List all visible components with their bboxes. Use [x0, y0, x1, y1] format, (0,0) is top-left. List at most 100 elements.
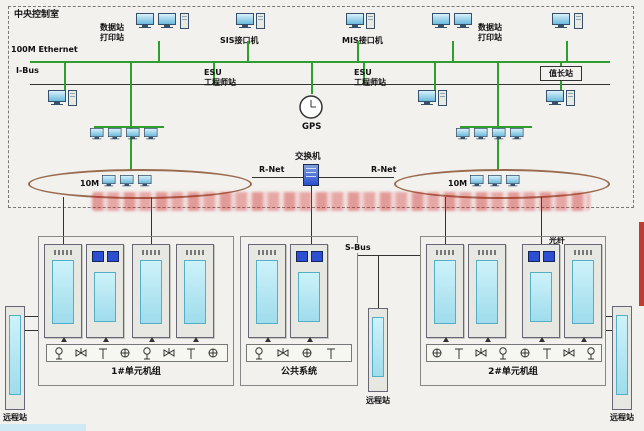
drop-line: [434, 63, 436, 90]
drop-line: [64, 63, 66, 90]
remote-station-cabinet: [5, 306, 25, 410]
drop-line: [363, 63, 365, 84]
drop-line: [357, 41, 359, 61]
unit1-group-box: [38, 236, 234, 386]
operator-monitor-icon: [510, 128, 524, 141]
ring-node-icon: [488, 175, 502, 188]
computer-tower-icon: [566, 90, 575, 106]
drop-line: [541, 197, 542, 244]
arrow-up-icon: [307, 337, 313, 342]
drop-line: [63, 197, 64, 244]
drop-line: [311, 186, 312, 244]
remote-station-cabinet: [368, 308, 388, 392]
arrow-up-icon: [581, 337, 587, 342]
dpu-cabinet: [522, 244, 560, 338]
ring-right-speed-label: 10M: [448, 179, 468, 188]
remote-station-cabinet: [612, 306, 632, 410]
ring-node-icon: [506, 175, 520, 188]
data-station-left-label: 数据站: [100, 23, 124, 32]
fiber-label: 光纤: [548, 236, 566, 246]
ring-network-right: [394, 169, 610, 199]
screen-artifact-blue-bar: [0, 424, 86, 431]
unit1-group-label: 1#单元机组: [111, 367, 161, 377]
drop-line: [566, 41, 568, 61]
computer-tower-icon: [180, 13, 189, 29]
monitor-icon: [418, 90, 436, 107]
red-watermark: [92, 192, 590, 211]
common-system-group-box: [240, 236, 358, 386]
rnet-link-right: [319, 177, 394, 178]
ring-node-icon: [470, 175, 484, 188]
remote-link-line: [606, 330, 612, 331]
ethernet-label: 100M Ethernet: [11, 45, 78, 54]
monitor-icon: [346, 13, 364, 30]
ibus-line: [30, 84, 610, 85]
control-cabinet: [176, 244, 214, 338]
drop-line: [445, 197, 446, 244]
computer-tower-icon: [68, 90, 77, 106]
remote-mid-label: 远程站: [366, 396, 390, 405]
control-room-title: 中央控制室: [14, 10, 60, 20]
ring-left-speed-label: 10M: [80, 179, 100, 188]
drop-line: [213, 63, 215, 84]
esu-right-label: ESU: [354, 68, 372, 77]
monitor-icon: [454, 13, 472, 30]
arrow-up-icon: [443, 337, 449, 342]
arrow-up-icon: [539, 337, 545, 342]
control-cabinet: [468, 244, 506, 338]
shift-leader-label: 值长站: [549, 69, 573, 78]
gps-label: GPS: [302, 122, 322, 132]
computer-tower-icon: [574, 13, 583, 29]
dpu-cabinet: [86, 244, 124, 338]
field-instruments-strip: [426, 344, 602, 362]
remote-link-line: [606, 316, 612, 317]
shift-leader-box: [540, 66, 582, 81]
esu-left-label: ESU: [204, 68, 222, 77]
drop-line: [560, 63, 562, 67]
ring-node-icon: [138, 175, 152, 188]
field-instruments-strip: [246, 344, 352, 362]
sbus-label: S-Bus: [344, 243, 372, 253]
monitor-icon: [546, 90, 564, 107]
esu-left-label2: 工程师站: [204, 78, 236, 87]
sis-interface-label: SIS接口机: [220, 36, 259, 45]
arrow-up-icon: [265, 337, 271, 342]
remote-link-line: [25, 330, 38, 331]
drop-line: [560, 81, 562, 90]
network-switch-icon: [303, 164, 319, 186]
arrow-up-icon: [485, 337, 491, 342]
control-cabinet: [248, 244, 286, 338]
monitor-icon: [236, 13, 254, 30]
gps-clock-icon: [299, 95, 323, 119]
arrow-up-icon: [149, 337, 155, 342]
computer-tower-icon: [256, 13, 265, 29]
drop-line: [497, 63, 499, 170]
control-cabinet: [132, 244, 170, 338]
control-cabinet: [44, 244, 82, 338]
switch-label: 交换机: [295, 152, 321, 162]
data-station-right-label: 数据站: [478, 23, 502, 32]
rnet-left-label: R-Net: [258, 165, 286, 175]
control-room-boundary: [8, 6, 634, 208]
field-instruments-strip: [46, 344, 228, 362]
monitor-icon: [136, 13, 154, 30]
ibus-label: I-Bus: [16, 66, 39, 75]
mis-interface-label: MIS接口机: [342, 36, 383, 45]
control-cabinet: [426, 244, 464, 338]
remote-mid-riser-line: [378, 256, 379, 308]
operator-monitor-icon: [144, 128, 158, 141]
operator-row-bus-left: [94, 126, 164, 128]
dpu-cabinet: [290, 244, 328, 338]
rnet-link-left: [252, 177, 303, 178]
drop-line: [247, 41, 249, 61]
operator-monitor-icon: [474, 128, 488, 141]
monitor-icon: [552, 13, 570, 30]
monitor-icon: [432, 13, 450, 30]
computer-tower-icon: [438, 90, 447, 106]
ring-network-left: [28, 169, 252, 199]
operator-monitor-icon: [90, 128, 104, 141]
operator-monitor-icon: [126, 128, 140, 141]
operator-monitor-icon: [108, 128, 122, 141]
arrow-up-icon: [103, 337, 109, 342]
